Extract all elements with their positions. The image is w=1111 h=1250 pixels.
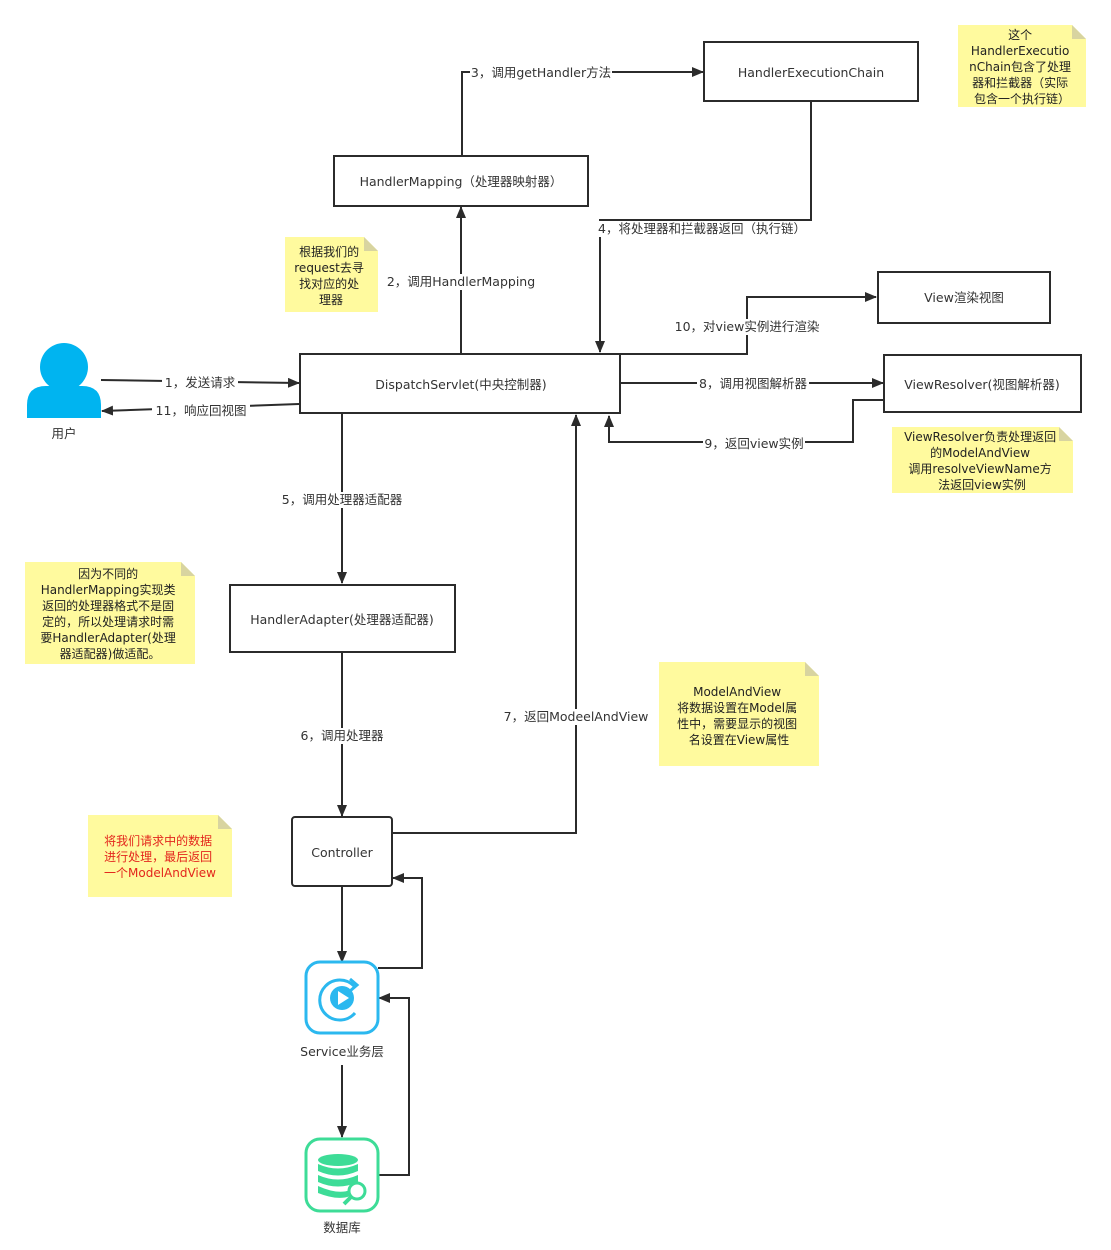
- svg-text:HandlerMapping（处理器映射器）: HandlerMapping（处理器映射器）: [360, 174, 563, 189]
- svg-text:10，对view实例进行渲染: 10，对view实例进行渲染: [675, 319, 820, 334]
- svg-text:ViewResolver(视图解析器): ViewResolver(视图解析器): [904, 377, 1060, 392]
- edge-7: [393, 414, 581, 834]
- edge-label-11: 11，响应回视图: [152, 402, 250, 418]
- service-label: Service业务层: [300, 1044, 384, 1059]
- edge-label-9: 9，返回view实例: [703, 435, 805, 451]
- note-view-resolver: ViewResolver负责处理返回 的ModelAndView 调用resol…: [892, 427, 1073, 493]
- user-icon: [27, 343, 101, 418]
- svg-text:HandlerAdapter(处理器适配器): HandlerAdapter(处理器适配器): [250, 612, 434, 627]
- edge-label-8: 8，调用视图解析器: [697, 376, 809, 392]
- svg-text:8，调用视图解析器: 8，调用视图解析器: [699, 376, 807, 391]
- edge-label-3: 3，调用getHandler方法: [470, 65, 612, 81]
- user-label: 用户: [51, 426, 76, 441]
- svg-text:DispatchServlet(中央控制器): DispatchServlet(中央控制器): [375, 377, 546, 392]
- svg-text:HandlerExecutionChain: HandlerExecutionChain: [738, 65, 884, 80]
- edge-label-1: 1，发送请求: [162, 374, 238, 390]
- edge-label-2: 2，调用HandlerMapping: [384, 274, 540, 290]
- note-adapter-text: 因为不同的 HandlerMapping实现类 返回的处理器格式不是固 定的，所…: [40, 566, 179, 661]
- note-chain-text: 这个 HandlerExecutio nChain包含了处理 器和拦截器（实际 …: [969, 27, 1075, 106]
- svg-text:2，调用HandlerMapping: 2，调用HandlerMapping: [387, 274, 535, 289]
- edge-label-10: 10，对view实例进行渲染: [673, 319, 821, 335]
- svg-text:7，返回ModeelAndView: 7，返回ModeelAndView: [504, 709, 649, 724]
- view-resolver-box[interactable]: ViewResolver(视图解析器): [883, 354, 1082, 413]
- edge-database-service: [378, 993, 410, 1176]
- edge-label-5: 5，调用处理器适配器: [279, 492, 407, 508]
- svg-text:1，发送请求: 1，发送请求: [165, 375, 236, 390]
- service-node[interactable]: Service业务层: [300, 960, 384, 1059]
- execution-chain-box[interactable]: HandlerExecutionChain: [703, 41, 919, 102]
- note-model-and-view: ModelAndView 将数据设置在Model属 性中，需要显示的视图 名设置…: [659, 662, 819, 766]
- view-box[interactable]: View渲染视图: [877, 271, 1051, 324]
- note-mapping-text: 根据我们的 request去寻 找对应的处 理器: [294, 244, 367, 307]
- edge-service-controller: [378, 873, 423, 969]
- service-play-icon: [304, 960, 380, 1035]
- edge-label-4: 4，将处理器和拦截器返回（执行链）: [598, 221, 808, 237]
- note-controller-text: 将我们请求中的数据 进行处理，最后返回 一个ModelAndView: [104, 833, 216, 880]
- svg-text:View渲染视图: View渲染视图: [924, 290, 1004, 305]
- svg-text:5，调用处理器适配器: 5，调用处理器适配器: [282, 492, 403, 507]
- note-adapter: 因为不同的 HandlerMapping实现类 返回的处理器格式不是固 定的，所…: [25, 562, 195, 664]
- database-gear-icon: [304, 1137, 380, 1213]
- database-label: 数据库: [323, 1220, 361, 1235]
- edge-label-6: 6，调用处理器: [298, 728, 386, 744]
- note-controller: 将我们请求中的数据 进行处理，最后返回 一个ModelAndView: [88, 815, 232, 897]
- note-model-and-view-text: ModelAndView 将数据设置在Model属 性中，需要显示的视图 名设置…: [677, 685, 801, 747]
- svg-text:4，将处理器和拦截器返回（执行链）: 4，将处理器和拦截器返回（执行链）: [598, 221, 806, 236]
- svg-text:6，调用处理器: 6，调用处理器: [301, 728, 384, 743]
- database-node[interactable]: 数据库: [304, 1137, 380, 1235]
- edge-4: [595, 102, 812, 353]
- edge-label-7: 7，返回ModeelAndView: [500, 709, 652, 725]
- note-view-resolver-text: ViewResolver负责处理返回 的ModelAndView 调用resol…: [904, 430, 1060, 492]
- edge-3: [461, 67, 704, 155]
- svg-text:9，返回view实例: 9，返回view实例: [704, 436, 803, 451]
- user-node[interactable]: 用户: [27, 343, 101, 441]
- svg-text:Controller: Controller: [311, 845, 373, 860]
- svg-text:11，响应回视图: 11，响应回视图: [156, 403, 247, 418]
- svg-text:3，调用getHandler方法: 3，调用getHandler方法: [471, 65, 611, 80]
- edge-9: [604, 399, 883, 443]
- handler-adapter-box[interactable]: HandlerAdapter(处理器适配器): [229, 584, 456, 653]
- note-mapping: 根据我们的 request去寻 找对应的处 理器: [285, 237, 378, 312]
- dispatcher-servlet-box[interactable]: DispatchServlet(中央控制器): [299, 353, 621, 414]
- note-chain: 这个 HandlerExecutio nChain包含了处理 器和拦截器（实际 …: [958, 25, 1086, 107]
- handler-mapping-box[interactable]: HandlerMapping（处理器映射器）: [333, 155, 589, 207]
- controller-box[interactable]: Controller: [291, 816, 393, 887]
